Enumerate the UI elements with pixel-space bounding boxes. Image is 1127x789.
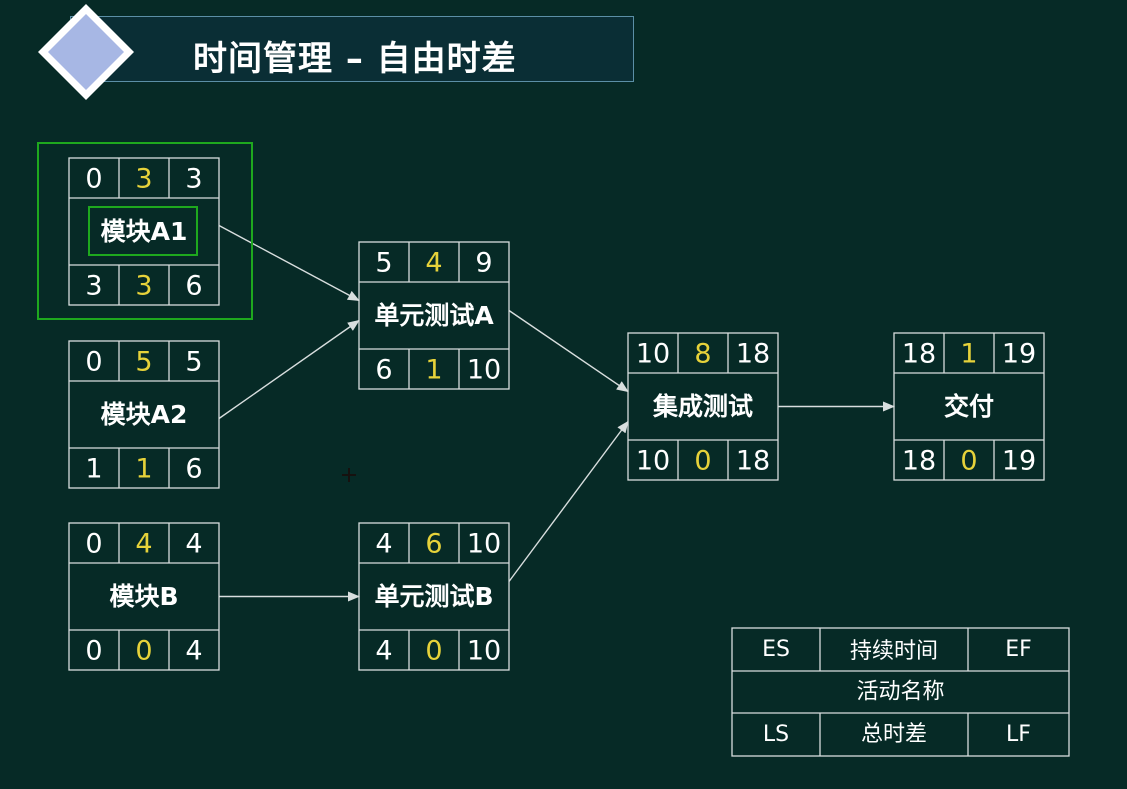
- lf-value: 4: [185, 636, 202, 667]
- title-bar: 时间管理 – 自由时差: [70, 16, 634, 82]
- ef-value: 10: [467, 529, 501, 560]
- ls-value: 0: [85, 636, 102, 667]
- activity-node-utb[interactable]: 4 6 10 单元测试B 4 0 10: [358, 522, 510, 671]
- legend: ES 持续时间 EF 活动名称 LS 总时差 LF: [731, 627, 1070, 757]
- lf-value: 18: [736, 446, 770, 477]
- slide-title: 时间管理 – 自由时差: [193, 39, 517, 79]
- legend-duration: 持续时间: [850, 639, 938, 664]
- ls-value: 10: [636, 446, 670, 477]
- es-value: 4: [375, 529, 392, 560]
- ef-value: 3: [185, 164, 202, 195]
- activity-node-del[interactable]: 18 1 19 交付 18 0 19: [893, 332, 1045, 481]
- lf-value: 10: [467, 636, 501, 667]
- node-box: [68, 157, 220, 306]
- node-box: [68, 340, 220, 489]
- total-float-value: 0: [960, 446, 977, 477]
- duration-value: 8: [694, 339, 711, 370]
- es-value: 5: [375, 248, 392, 279]
- crosshair-cursor-icon: [342, 468, 356, 482]
- edge-uta-it: [508, 309, 629, 393]
- legend-total-float: 总时差: [861, 722, 927, 747]
- activity-node-a2[interactable]: 0 5 5 模块A2 1 1 6: [68, 340, 220, 489]
- ls-value: 6: [375, 355, 392, 386]
- activity-name: 单元测试B: [374, 582, 493, 611]
- lf-value: 6: [185, 454, 202, 485]
- total-float-value: 0: [135, 636, 152, 667]
- ls-value: 4: [375, 636, 392, 667]
- node-box: [358, 522, 510, 671]
- es-value: 10: [636, 339, 670, 370]
- lf-value: 10: [467, 355, 501, 386]
- duration-value: 5: [135, 347, 152, 378]
- es-value: 0: [85, 164, 102, 195]
- node-box: [358, 241, 510, 390]
- activity-node-a1[interactable]: 0 3 3 模块A1 3 3 6: [37, 142, 253, 320]
- duration-value: 3: [135, 164, 152, 195]
- activity-name: 模块A1: [101, 217, 188, 246]
- es-value: 0: [85, 529, 102, 560]
- edge-utb-it: [508, 420, 629, 582]
- ef-value: 9: [475, 248, 492, 279]
- total-float-value: 0: [694, 446, 711, 477]
- legend-activity-name: 活动名称: [856, 680, 944, 705]
- total-float-value: 0: [425, 636, 442, 667]
- edge-a2-uta: [218, 319, 360, 420]
- legend-es: ES: [762, 637, 790, 662]
- activity-node-uta[interactable]: 5 4 9 单元测试A 6 1 10: [358, 241, 510, 390]
- legend-lf: LF: [1006, 722, 1031, 747]
- node-box: [627, 332, 779, 481]
- activity-name: 集成测试: [652, 392, 753, 421]
- duration-value: 1: [960, 339, 977, 370]
- ef-value: 19: [1002, 339, 1036, 370]
- lf-value: 6: [185, 271, 202, 302]
- activity-name: 单元测试A: [374, 301, 494, 330]
- ls-value: 3: [85, 271, 102, 302]
- es-value: 18: [902, 339, 936, 370]
- ef-value: 5: [185, 347, 202, 378]
- diamond-icon: [38, 4, 134, 100]
- node-box: [68, 522, 220, 671]
- edge-a1-uta: [218, 224, 360, 302]
- ls-value: 18: [902, 446, 936, 477]
- es-value: 0: [85, 347, 102, 378]
- node-box: [893, 332, 1045, 481]
- activity-name: 交付: [944, 392, 994, 421]
- duration-value: 6: [425, 529, 442, 560]
- activity-node-it[interactable]: 10 8 18 集成测试 10 0 18: [627, 332, 779, 481]
- lf-value: 19: [1002, 446, 1036, 477]
- name-selection-frame: [88, 206, 198, 256]
- activity-name: 模块B: [109, 582, 178, 611]
- ef-value: 4: [185, 529, 202, 560]
- selection-frame: [37, 142, 253, 320]
- duration-value: 4: [135, 529, 152, 560]
- legend-ls: LS: [763, 722, 789, 747]
- total-float-value: 1: [425, 355, 442, 386]
- total-float-value: 3: [135, 271, 152, 302]
- total-float-value: 1: [135, 454, 152, 485]
- ls-value: 1: [85, 454, 102, 485]
- activity-name: 模块A2: [101, 400, 188, 429]
- legend-ef: EF: [1005, 637, 1032, 662]
- duration-value: 4: [425, 248, 442, 279]
- ef-value: 18: [736, 339, 770, 370]
